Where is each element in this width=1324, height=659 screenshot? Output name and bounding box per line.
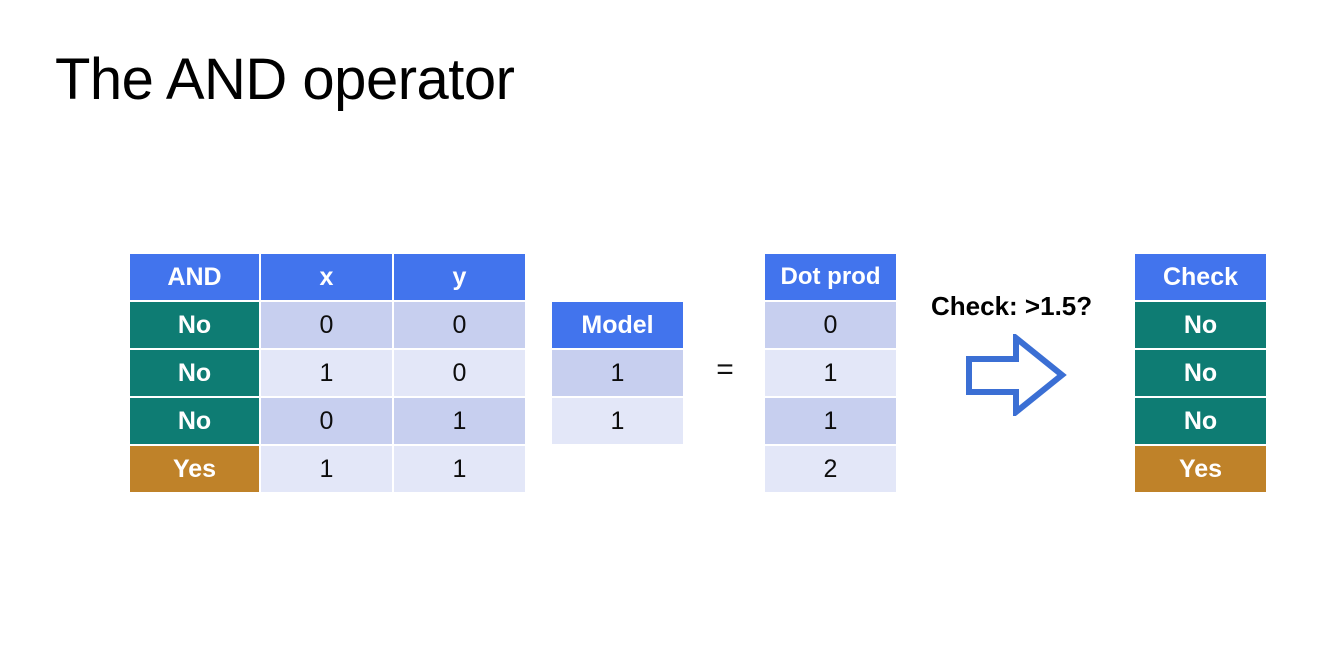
check-threshold-caption: Check: >1.5? — [931, 291, 1093, 321]
column-header-check: Check — [1135, 254, 1266, 300]
cell-y-value: 1 — [394, 398, 525, 444]
table-row: 1 — [765, 398, 896, 444]
model-table: Model 1 1 — [552, 302, 683, 444]
cell-and-result: No — [130, 350, 259, 396]
dot-product-table: Dot prod 0 1 1 2 — [765, 254, 896, 492]
table-row: No 1 0 — [130, 350, 525, 396]
cell-x-value: 1 — [261, 350, 392, 396]
right-arrow-icon — [966, 334, 1067, 416]
check-result-table: Check No No No Yes — [1135, 254, 1266, 492]
cell-and-result: No — [130, 302, 259, 348]
cell-x-value: 1 — [261, 446, 392, 492]
column-header-and: AND — [130, 254, 259, 300]
cell-check-result: No — [1135, 302, 1266, 348]
cell-dot-product: 0 — [765, 302, 896, 348]
table-row: 1 — [765, 350, 896, 396]
table-row: 1 — [552, 398, 683, 444]
table-row: No 0 0 — [130, 302, 525, 348]
table-row: No — [1135, 398, 1266, 444]
cell-y-value: 0 — [394, 302, 525, 348]
cell-x-value: 0 — [261, 398, 392, 444]
truth-table: AND x y No 0 0 No 1 0 No 0 1 Yes 1 1 — [130, 254, 525, 492]
table-header-row: AND x y — [130, 254, 525, 300]
cell-check-result: Yes — [1135, 446, 1266, 492]
cell-dot-product: 2 — [765, 446, 896, 492]
cell-and-result: No — [130, 398, 259, 444]
equals-sign: = — [716, 353, 734, 386]
cell-y-value: 0 — [394, 350, 525, 396]
table-header-row: Dot prod — [765, 254, 896, 300]
page-title: The AND operator — [55, 47, 515, 112]
cell-dot-product: 1 — [765, 398, 896, 444]
cell-check-result: No — [1135, 398, 1266, 444]
table-row: No 0 1 — [130, 398, 525, 444]
cell-x-value: 0 — [261, 302, 392, 348]
cell-model-weight: 1 — [552, 398, 683, 444]
cell-model-weight: 1 — [552, 350, 683, 396]
cell-and-result: Yes — [130, 446, 259, 492]
cell-dot-product: 1 — [765, 350, 896, 396]
cell-check-result: No — [1135, 350, 1266, 396]
table-row: 0 — [765, 302, 896, 348]
table-row: No — [1135, 350, 1266, 396]
table-header-row: Model — [552, 302, 683, 348]
table-row: Yes 1 1 — [130, 446, 525, 492]
column-header-y: y — [394, 254, 525, 300]
cell-y-value: 1 — [394, 446, 525, 492]
table-row: 1 — [552, 350, 683, 396]
column-header-model: Model — [552, 302, 683, 348]
table-row: No — [1135, 302, 1266, 348]
table-row: Yes — [1135, 446, 1266, 492]
column-header-dot-prod: Dot prod — [765, 254, 896, 300]
column-header-x: x — [261, 254, 392, 300]
table-header-row: Check — [1135, 254, 1266, 300]
table-row: 2 — [765, 446, 896, 492]
